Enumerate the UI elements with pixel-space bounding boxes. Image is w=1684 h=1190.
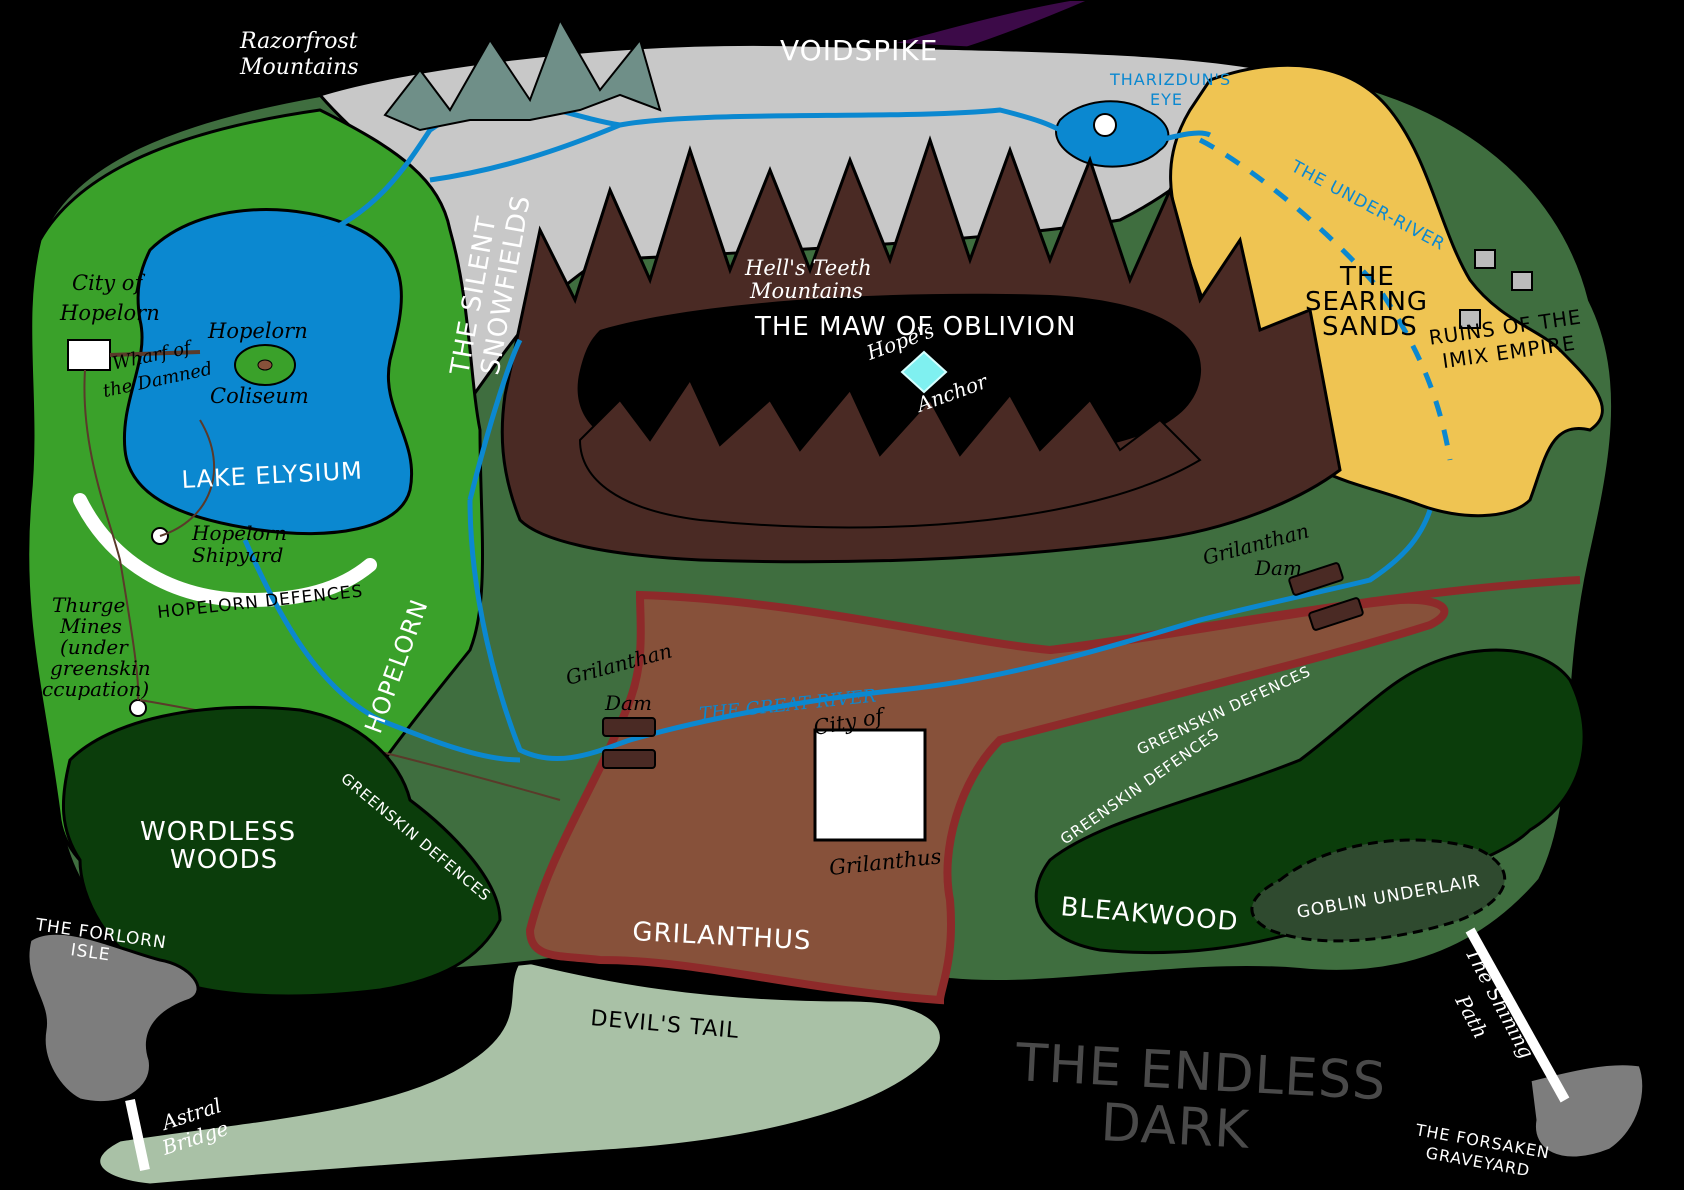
great-river[interactable]: [467, 338, 1433, 762]
thurge-label-5: occupation): [30, 677, 149, 701]
shipyard-label-1: Hopelorn: [191, 521, 287, 545]
astral-bridge-labels: Astral Bridge: [157, 1093, 231, 1160]
city-hopelorn-label-2: Hopelorn: [59, 301, 160, 325]
grilanthan-dam-east-a[interactable]: [1288, 562, 1344, 596]
searing-sands-label-1: THE: [1339, 262, 1395, 292]
searing-sands-label-2: SEARING: [1305, 287, 1428, 317]
thurge-label-4: greenskin: [50, 656, 151, 680]
ruins-marker-3[interactable]: [1459, 309, 1481, 329]
thurge-label-3: (under: [60, 635, 129, 659]
coliseum-icon: [257, 359, 273, 371]
wordless-woods-label-2: WOODS: [170, 845, 278, 875]
western-river: [242, 538, 521, 763]
maw-label: THE MAW OF OBLIVION: [754, 312, 1076, 342]
maw-of-oblivion-pit[interactable]: [577, 293, 1202, 467]
voidspike-label: VOIDSPIKE: [780, 34, 939, 67]
thurge-mines-marker[interactable]: [129, 699, 147, 717]
grilanthan-dam-west-a[interactable]: [602, 717, 656, 737]
tharizdun-label-1: THARIZDUN'S: [1109, 70, 1231, 89]
grilanthan-dam-west-b[interactable]: [602, 749, 656, 769]
forlorn-isle[interactable]: [26, 931, 200, 1105]
razorfrost-label-2: Mountains: [239, 55, 359, 80]
astral-bridge[interactable]: [125, 1098, 150, 1172]
ruins-marker-2[interactable]: [1511, 271, 1533, 291]
ruins-marker-1[interactable]: [1474, 249, 1496, 269]
wordless-woods-labels: WORDLESS WOODS: [140, 817, 296, 875]
endless-dark-labels: THE ENDLESS DARK: [1013, 1033, 1388, 1161]
razorfrost-mountains[interactable]: [383, 17, 662, 132]
dam-west-label-2: Dam: [604, 691, 652, 715]
tharizdun-label-2: EYE: [1150, 90, 1183, 109]
hells-teeth-labels: Hell's Teeth Mountains: [744, 256, 872, 303]
city-hopelorn-labels: City of Hopelorn: [59, 271, 160, 325]
thurge-labels: Thurge Mines (under greenskin occupation…: [30, 593, 151, 701]
shipyard-labels: Hopelorn Shipyard: [191, 521, 287, 567]
grilanthan-dam-east-b[interactable]: [1308, 597, 1364, 631]
under-river[interactable]: [1198, 137, 1453, 461]
endless-dark-label-2: DARK: [1099, 1093, 1252, 1161]
tharizduns-eye-marker[interactable]: [1093, 113, 1117, 137]
grilanthus-border-east: [1049, 576, 1581, 654]
dam-east-labels: Grilanthan Dam: [1200, 518, 1311, 580]
shining-path[interactable]: [1465, 927, 1570, 1103]
coliseum-label-1: Hopelorn: [207, 319, 308, 343]
goblin-underlair[interactable]: [1250, 838, 1507, 943]
thurge-label-2: Mines: [59, 614, 122, 638]
coliseum-labels: Hopelorn Coliseum: [207, 319, 309, 408]
city-of-hopelorn[interactable]: [67, 339, 111, 371]
wharf-of-the-damned[interactable]: [109, 350, 201, 357]
labels: Razorfrost Mountains: [239, 29, 359, 80]
hopelorn-defences-wall[interactable]: [73, 493, 377, 608]
coliseum-label-2: Coliseum: [210, 384, 309, 408]
bleakwood[interactable]: [1034, 648, 1586, 955]
thurge-label-1: Thurge: [52, 593, 125, 617]
tharizdun-labels: THARIZDUN'S EYE: [1109, 70, 1231, 109]
shipyard-label-2: Shipyard: [192, 543, 283, 567]
northern-rivers: [319, 96, 1212, 238]
hells-teeth-label-2: Mountains: [749, 279, 863, 303]
city-of-grilanthus[interactable]: [813, 728, 927, 842]
dam-east-label-2: Dam: [1254, 556, 1302, 580]
wordless-woods-label-1: WORDLESS: [140, 817, 296, 847]
wordless-woods[interactable]: [62, 705, 502, 998]
searing-sands-label-3: SANDS: [1322, 312, 1418, 342]
maw-inner-teeth: [578, 377, 1202, 529]
searing-sands-labels: THE SEARING SANDS: [1305, 262, 1428, 342]
devils-tail-region[interactable]: [97, 958, 943, 1187]
razorfrost-label-1: Razorfrost: [239, 29, 358, 54]
hells-teeth-label-1: Hell's Teeth: [744, 256, 872, 280]
city-hopelorn-label-1: City of: [72, 271, 145, 295]
hopes-anchor-crystal[interactable]: [900, 350, 948, 394]
